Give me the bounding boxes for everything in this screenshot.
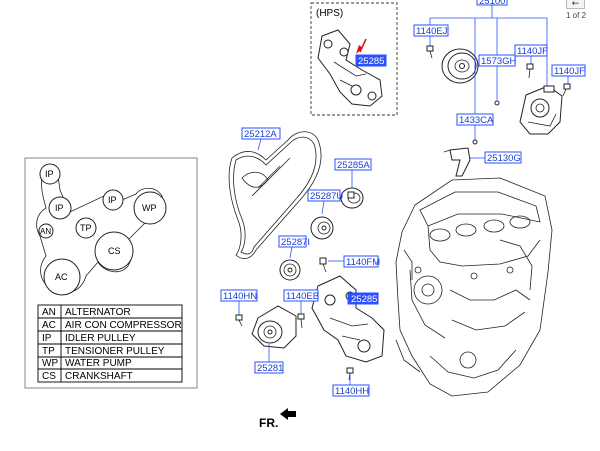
label-1140JF-b[interactable]: 1140JF xyxy=(551,64,586,77)
node-wp: WP xyxy=(133,191,167,225)
svg-text:AIR CON COMPRESSOR: AIR CON COMPRESSOR xyxy=(65,320,182,331)
node-cs: CS xyxy=(94,231,134,271)
bolt-1140JF-b xyxy=(562,83,571,97)
svg-text:1140EJ: 1140EJ xyxy=(416,26,448,37)
svg-text:25212A: 25212A xyxy=(244,129,277,140)
front-marker-text: FR. xyxy=(259,416,278,430)
auto-tensioner xyxy=(251,305,297,349)
svg-text:TP: TP xyxy=(42,346,55,357)
node-tp: TP xyxy=(75,217,97,239)
label-25281[interactable]: 25281 xyxy=(254,361,284,374)
pump-pulley xyxy=(441,48,479,84)
legend-row: CS CRANKSHAFT xyxy=(42,371,133,382)
svg-text:1140EB: 1140EB xyxy=(286,291,319,302)
hps-part-label[interactable]: 25285 xyxy=(355,54,387,67)
svg-text:CRANKSHAFT: CRANKSHAFT xyxy=(65,371,133,382)
label-1140EJ[interactable]: 1140EJ xyxy=(413,24,449,37)
svg-text:1140FM: 1140FM xyxy=(346,257,380,268)
svg-text:25281: 25281 xyxy=(257,363,283,374)
svg-text:CS: CS xyxy=(42,371,56,382)
label-1140HN[interactable]: 1140HN xyxy=(220,289,258,302)
pipe-25130G xyxy=(443,147,471,177)
legend-table: AN ALTERNATOR AC AIR CON COMPRESSOR IP I… xyxy=(37,304,183,383)
svg-text:1140HH: 1140HH xyxy=(335,386,369,397)
svg-text:1433CA: 1433CA xyxy=(459,115,494,126)
svg-text:WP: WP xyxy=(42,358,58,369)
svg-text:25287I: 25287I xyxy=(281,237,310,248)
label-25285[interactable]: 25285 xyxy=(347,292,379,305)
pointer-arrow xyxy=(356,38,367,54)
svg-text:IP: IP xyxy=(45,169,54,179)
svg-text:IP: IP xyxy=(108,195,117,205)
hps-bracket-drawing xyxy=(317,29,383,107)
back-arrow-icon[interactable]: ← xyxy=(566,0,585,9)
label-1140FM[interactable]: 1140FM xyxy=(343,255,380,268)
svg-text:TENSIONER PULLEY: TENSIONER PULLEY xyxy=(65,346,165,357)
svg-text:WP: WP xyxy=(142,203,157,213)
svg-text:1140JF: 1140JF xyxy=(554,66,585,77)
tensioner-bracket xyxy=(311,275,385,363)
svg-text:AN: AN xyxy=(42,307,56,318)
node-ip-right: IP xyxy=(102,189,124,211)
bolt-1140EB xyxy=(297,313,305,329)
svg-text:AC: AC xyxy=(42,320,56,331)
node-ac: AC xyxy=(43,258,81,296)
svg-text:WATER PUMP: WATER PUMP xyxy=(65,358,132,369)
legend-row: AN ALTERNATOR xyxy=(42,307,131,318)
belt-routing-diagram: IP IP IP WP AN TP CS AC xyxy=(24,157,198,389)
label-25285A[interactable]: 25285A xyxy=(334,158,372,171)
label-1140EB[interactable]: 1140EB xyxy=(283,289,319,302)
svg-text:ALTERNATOR: ALTERNATOR xyxy=(65,307,131,318)
svg-text:25287U: 25287U xyxy=(310,191,343,202)
label-25130G[interactable]: 25130G xyxy=(484,151,522,164)
hps-title: (HPS) xyxy=(316,8,343,19)
label-25287I[interactable]: 25287I xyxy=(278,235,310,248)
bolt-1140FM xyxy=(319,257,327,273)
bolt-1140HH xyxy=(346,367,354,381)
idler-pulley-25285A xyxy=(340,187,364,209)
idler-pulley-25287I xyxy=(279,259,301,281)
label-1140HH[interactable]: 1140HH xyxy=(332,384,370,397)
svg-text:1140HN: 1140HN xyxy=(223,291,257,302)
svg-text:CS: CS xyxy=(108,246,121,256)
svg-text:IP: IP xyxy=(55,203,64,213)
hps-inset: (HPS) 25285 xyxy=(310,2,398,116)
bolt-1140HN xyxy=(235,314,243,327)
page-indicator: 1 of 2 xyxy=(566,11,587,20)
svg-text:25285A: 25285A xyxy=(337,160,370,171)
label-1140JF-a[interactable]: 1140JF xyxy=(514,44,548,57)
front-marker: FR. xyxy=(259,408,296,430)
svg-text:1573GH: 1573GH xyxy=(481,56,517,67)
svg-text:IP: IP xyxy=(42,333,52,344)
front-arrow-icon xyxy=(280,408,296,420)
power-steering-pump xyxy=(519,85,563,135)
svg-text:TP: TP xyxy=(80,223,92,233)
drive-belt xyxy=(228,131,322,260)
legend-row: TP TENSIONER PULLEY xyxy=(42,346,165,357)
svg-text:25285: 25285 xyxy=(358,56,384,67)
svg-text:1140JF: 1140JF xyxy=(517,46,548,57)
label-25212A[interactable]: 25212A xyxy=(241,127,281,140)
label-1433CA[interactable]: 1433CA xyxy=(456,113,494,126)
label-25287U[interactable]: 25287U xyxy=(307,189,343,202)
bolt-1140EJ xyxy=(426,45,434,59)
legend-row: WP WATER PUMP xyxy=(42,358,132,369)
svg-text:25285: 25285 xyxy=(351,294,377,305)
svg-text:AN: AN xyxy=(40,227,51,236)
label-1573GH[interactable]: 1573GH xyxy=(478,54,517,67)
legend-row: IP IDLER PULLEY xyxy=(42,333,136,344)
engine-block xyxy=(395,177,553,397)
idler-pulley-25287U xyxy=(310,216,334,240)
legend-row: AC AIR CON COMPRESSOR xyxy=(42,320,182,331)
bolt-1140JF-a xyxy=(526,63,534,79)
svg-text:25130G: 25130G xyxy=(487,153,521,164)
svg-text:AC: AC xyxy=(55,272,68,282)
node-ip-top: IP xyxy=(39,163,61,185)
svg-text:25100: 25100 xyxy=(479,0,505,7)
svg-text:IDLER PULLEY: IDLER PULLEY xyxy=(65,333,136,344)
node-ip-left: IP xyxy=(48,196,72,220)
node-an: AN xyxy=(38,223,54,239)
